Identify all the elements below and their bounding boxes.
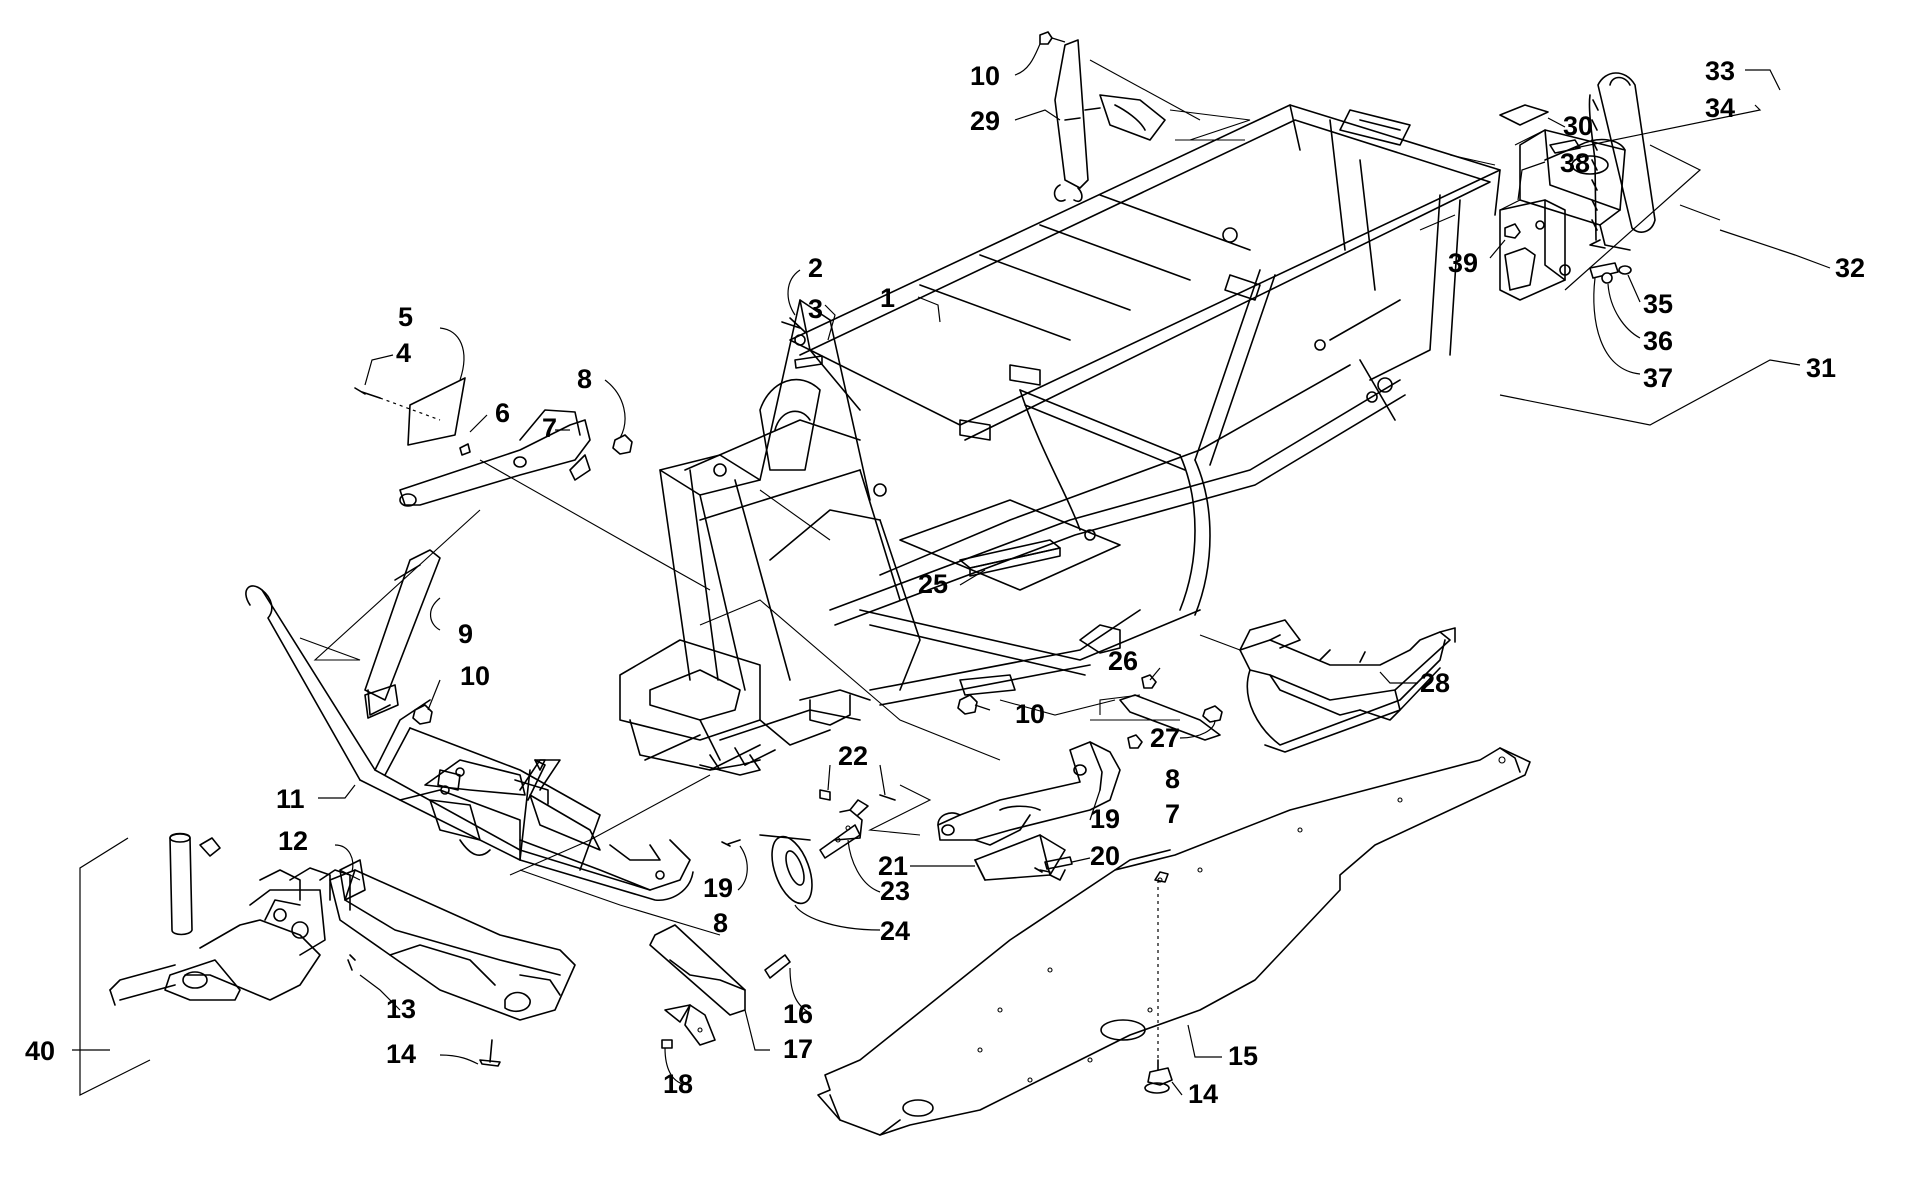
bracket-part-17: [649, 924, 791, 1049]
main-frame: [619, 104, 1501, 776]
callout-9: 9: [458, 619, 473, 649]
leader-lines: [72, 43, 1831, 1096]
callout-10-mid: 10: [1015, 699, 1045, 729]
fastener-part-22: [819, 789, 896, 801]
callout-15: 15: [1228, 1041, 1258, 1071]
hitch-assembly: [1499, 72, 1721, 301]
callout-11: 11: [276, 784, 305, 814]
bar-part-25: [959, 539, 1061, 577]
callout-13: 13: [386, 994, 416, 1024]
callout-8-right: 8: [1165, 764, 1180, 794]
callout-19-right: 19: [1090, 804, 1120, 834]
callout-6: 6: [495, 398, 510, 428]
callout-12: 12: [278, 826, 308, 856]
callout-31: 31: [1806, 353, 1836, 383]
decal-part-30: [1499, 104, 1549, 126]
callout-30: 30: [1563, 111, 1593, 141]
callout-17: 17: [783, 1034, 813, 1064]
bolt-part-10: [412, 31, 1066, 725]
callout-7-right: 7: [1165, 799, 1180, 829]
callout-10-top: 10: [970, 61, 1000, 91]
callout-40: 40: [25, 1036, 55, 1066]
callout-20: 20: [1090, 841, 1120, 871]
callout-3: 3: [808, 294, 823, 324]
bracket-part-7-left: [399, 409, 633, 507]
screw-part-19: [721, 839, 1051, 873]
callout-24: 24: [880, 916, 910, 946]
horn-part-24: [759, 834, 813, 905]
callout-18: 18: [663, 1069, 693, 1099]
skid-plate-main: [817, 747, 1531, 1136]
plate-part-21: [974, 834, 1073, 881]
callout-37: 37: [1643, 363, 1673, 393]
callout-35: 35: [1643, 289, 1673, 319]
bumper-bracket-part-9: [364, 549, 441, 716]
callout-21: 21: [878, 851, 908, 881]
callout-2: 2: [808, 253, 823, 283]
callout-14-right: 14: [1188, 1079, 1218, 1109]
skid-plate-front: [329, 869, 576, 1067]
callout-10-left: 10: [460, 661, 490, 691]
callout-23: 23: [880, 876, 910, 906]
callout-16: 16: [783, 999, 813, 1029]
plow-mount-part-40: [109, 832, 366, 1006]
callout-27: 27: [1150, 723, 1180, 753]
callout-26: 26: [1108, 646, 1138, 676]
callout-19-left: 19: [703, 873, 733, 903]
callout-labels: 1 2 3 4 5 6 7 7 8 8 8 9 10 10 10 11 12 1…: [25, 56, 1865, 1109]
callout-34: 34: [1705, 93, 1735, 123]
front-bumper: [245, 585, 694, 901]
callout-29: 29: [970, 106, 1000, 136]
strap-part-29: [1053, 39, 1201, 203]
callout-32: 32: [1835, 253, 1865, 283]
callout-8-upper: 8: [577, 364, 592, 394]
clip-part-2: [781, 317, 823, 369]
callout-4: 4: [396, 338, 411, 368]
bracket-part-7-right: [937, 734, 1143, 846]
callout-5: 5: [398, 302, 413, 332]
callout-39: 39: [1448, 248, 1478, 278]
plow-box-outline: [79, 837, 151, 1096]
callout-33: 33: [1705, 56, 1735, 86]
callout-22: 22: [838, 741, 868, 771]
callout-28: 28: [1420, 668, 1450, 698]
callout-25: 25: [918, 569, 948, 599]
callout-38: 38: [1560, 148, 1590, 178]
footrest-part-28: [1119, 619, 1456, 753]
bracket-part-23: [819, 799, 869, 859]
callout-8-lower: 8: [713, 908, 728, 938]
callout-36: 36: [1643, 326, 1673, 356]
callout-1: 1: [880, 283, 895, 313]
bracket-part-5: [354, 377, 471, 456]
callout-14-left: 14: [386, 1039, 416, 1069]
callout-7-upper: 7: [542, 413, 557, 443]
